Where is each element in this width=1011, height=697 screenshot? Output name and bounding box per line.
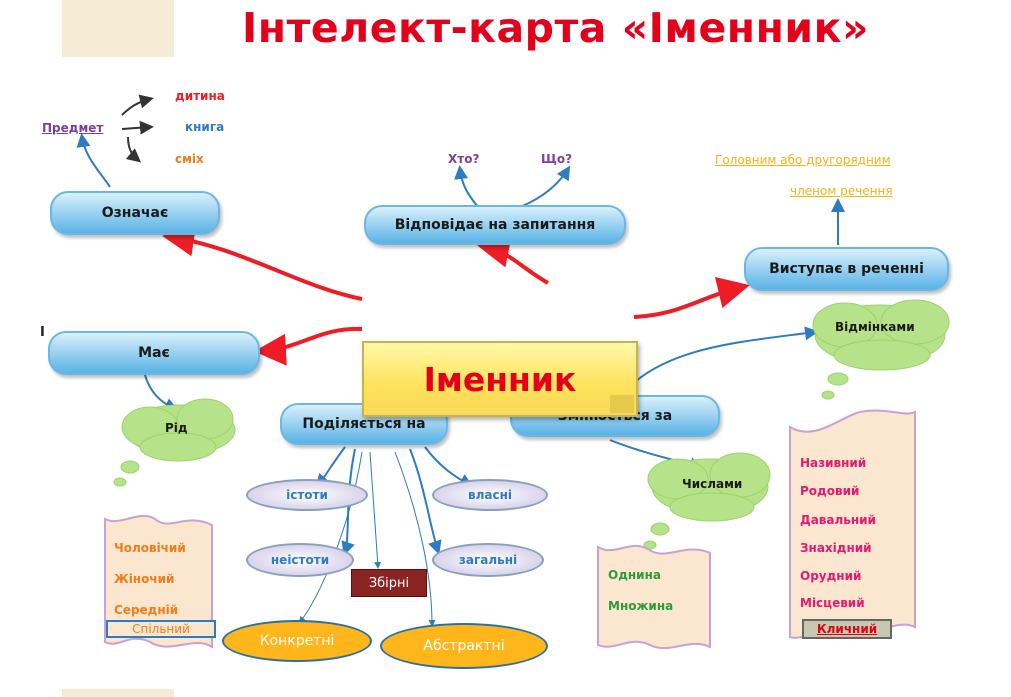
node-vidpovidaie: Відповідає на запитання (364, 205, 626, 245)
chyslo-item-odnyna: Однина (608, 568, 661, 582)
label-smikh: сміх (175, 152, 204, 166)
vidminok-rodovyi: Родовий (800, 484, 860, 498)
arrow-div-zahalni (409, 448, 442, 555)
mind-map-canvas: Означає Відповідає на запитання Виступає… (0, 57, 1011, 689)
node-oznachaie: Означає (50, 191, 220, 235)
arrow-div-abstraktni (394, 451, 436, 627)
vidminok-mistsevyi: Місцевий (800, 596, 865, 610)
arrow-maie-rid (144, 374, 179, 412)
arrow-vidpovidaie-shcho (519, 165, 571, 208)
arrow-div-zbirni (369, 451, 382, 569)
arrow-to-vystupaie (633, 277, 750, 319)
arrow-to-maie (254, 326, 363, 366)
cloud-chyslamy (643, 452, 771, 550)
cloud-rid (113, 398, 236, 487)
vidminok-nazyvnyi: Називний (800, 456, 867, 470)
rid-item-serednii: Середній (114, 603, 179, 617)
vidminok-klychnyi: Кличний (802, 619, 892, 639)
oval-istoty: істоти (246, 479, 368, 511)
vidminok-znakhidnyi: Знахідний (800, 541, 872, 555)
arrow-predmet-knyha (121, 120, 154, 135)
scroll-rid (104, 514, 213, 649)
cloud-label-chyslamy: Числами (682, 477, 743, 491)
rid-item-zhinochyi: Жіночий (114, 572, 175, 586)
label-dytyna: дитина (175, 89, 225, 103)
rid-item-cholovichyi: Чоловічий (114, 541, 186, 555)
label-member-2: членом речення (790, 184, 893, 198)
vidminok-orudnyi: Орудний (800, 569, 862, 583)
arrow-predmet-smikh (125, 136, 142, 163)
arrow-oznachaie-predmet (76, 133, 111, 188)
label-predmet: Предмет (42, 121, 104, 135)
center-node-fold (610, 395, 634, 413)
arrow-vidpovidaie-khto (454, 165, 479, 208)
arrow-div-vlasni (424, 446, 474, 487)
label-khto: Хто? (448, 152, 480, 166)
arrow-to-vidpovidaie (477, 236, 549, 285)
oval-vlasni: власні (432, 479, 548, 511)
scroll-chyslo (597, 544, 711, 650)
arrow-to-oznachaie (162, 224, 363, 301)
node-maie: Має (48, 331, 260, 375)
label-shcho: Що? (541, 152, 573, 166)
oval-zahalni: загальні (432, 543, 544, 577)
oval-abstraktni: Абстрактні (380, 623, 548, 669)
chyslo-item-mnozhyna: Множина (608, 599, 674, 613)
label-member-1: Головним або другорядним (715, 153, 891, 167)
connector-lines (76, 94, 950, 650)
page-title: Інтелект-карта «Іменник» (242, 4, 869, 52)
center-node: Іменник (362, 341, 638, 417)
vidminok-davalnyi: Давальний (800, 513, 876, 527)
node-vystupaie: Виступає в реченні (744, 247, 949, 291)
label-knyha: книга (185, 120, 225, 134)
arrow-predmet-dytyna (121, 94, 154, 116)
cloud-vidminkamy (812, 299, 950, 400)
cloud-label-vidminkamy: Відмінками (835, 320, 915, 334)
arrow-zmin-vidminkamy (619, 326, 819, 398)
oval-konkretni: Конкретні (222, 620, 372, 662)
box-zbirni: Збірні (351, 569, 427, 597)
oval-neistoty: неістоти (246, 543, 354, 577)
stray-mark: I (40, 325, 45, 340)
cloud-label-rid: Рід (165, 421, 188, 435)
rid-item-spilnyi: Спільний (106, 620, 216, 638)
